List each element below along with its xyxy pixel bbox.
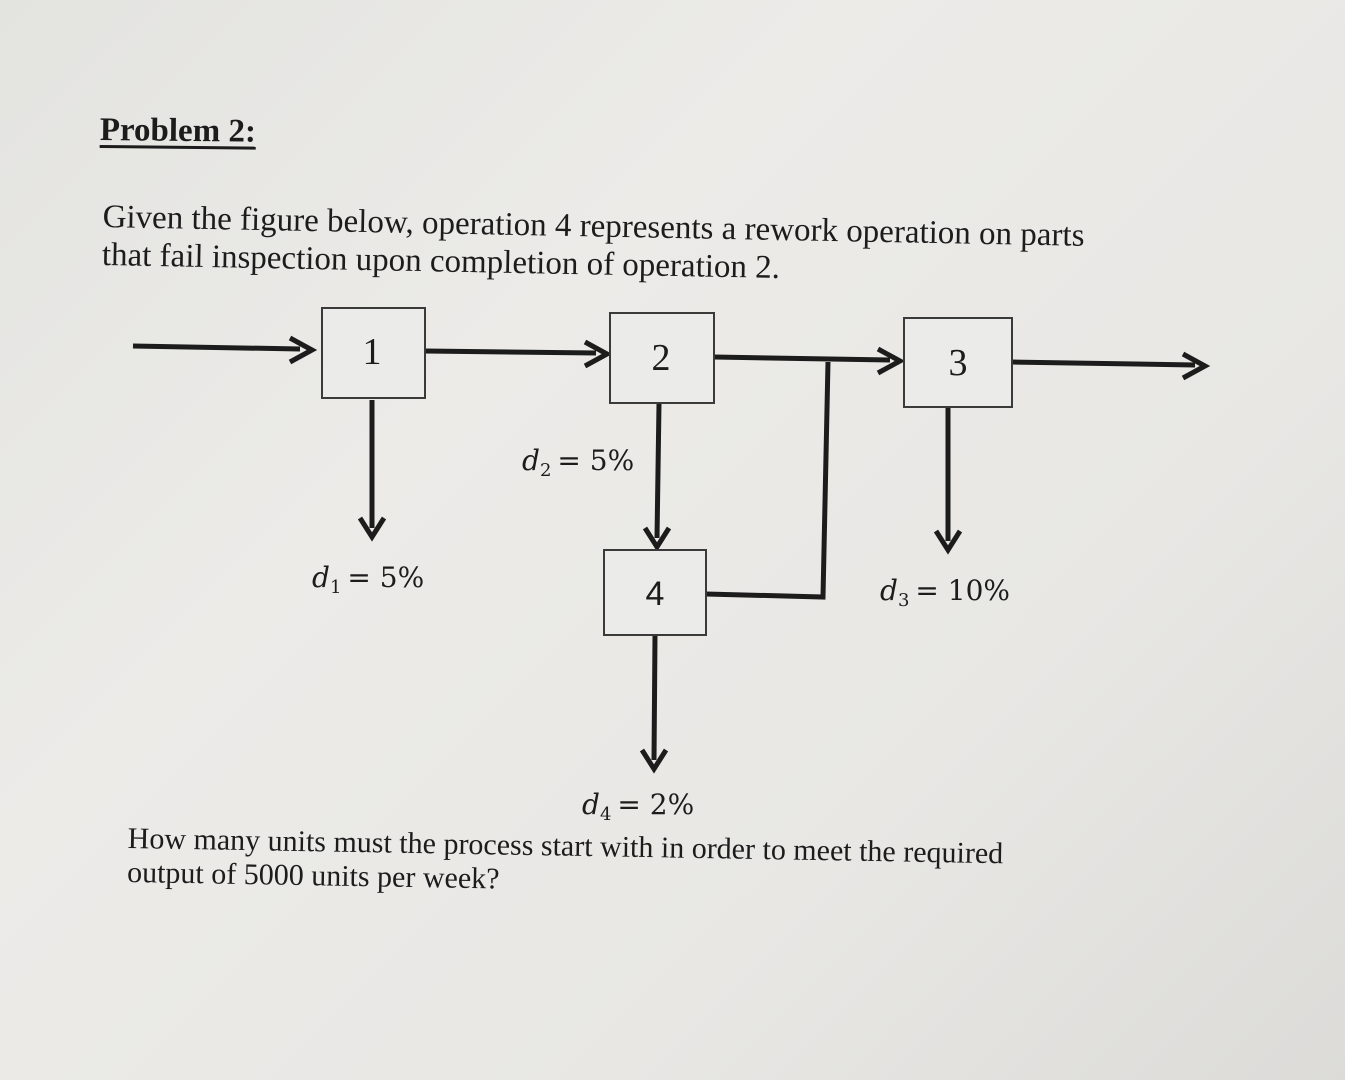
operation-box-2: 2 (609, 312, 715, 404)
operation-box-3: 3 (903, 317, 1013, 408)
arrow-op1-to-op2 (424, 339, 613, 369)
defect-arrow-op1 (357, 400, 387, 542)
operation-box-4: 4 (603, 549, 707, 636)
arrow-op2-to-op4 (642, 403, 672, 552)
operation-box-1: 1 (321, 307, 426, 399)
output-arrow (1011, 351, 1211, 381)
operation-label-1: 1 (363, 331, 382, 373)
operation-label-4: 4 (646, 575, 665, 613)
defect-rate-d1: d1= 5% (312, 561, 424, 598)
operation-label-2: 2 (652, 337, 671, 379)
defect-arrow-op4 (639, 635, 669, 774)
input-arrow (132, 335, 318, 365)
defect-rate-d4: d4= 2% (582, 788, 694, 825)
operation-label-3: 3 (949, 342, 968, 384)
defect-rate-d3: d3= 10% (880, 574, 1010, 611)
defect-arrow-op3 (933, 408, 963, 555)
arrow-op2-to-op3 (713, 346, 906, 376)
defect-rate-d2: d2= 5% (522, 444, 634, 481)
rework-return-line (705, 361, 831, 600)
